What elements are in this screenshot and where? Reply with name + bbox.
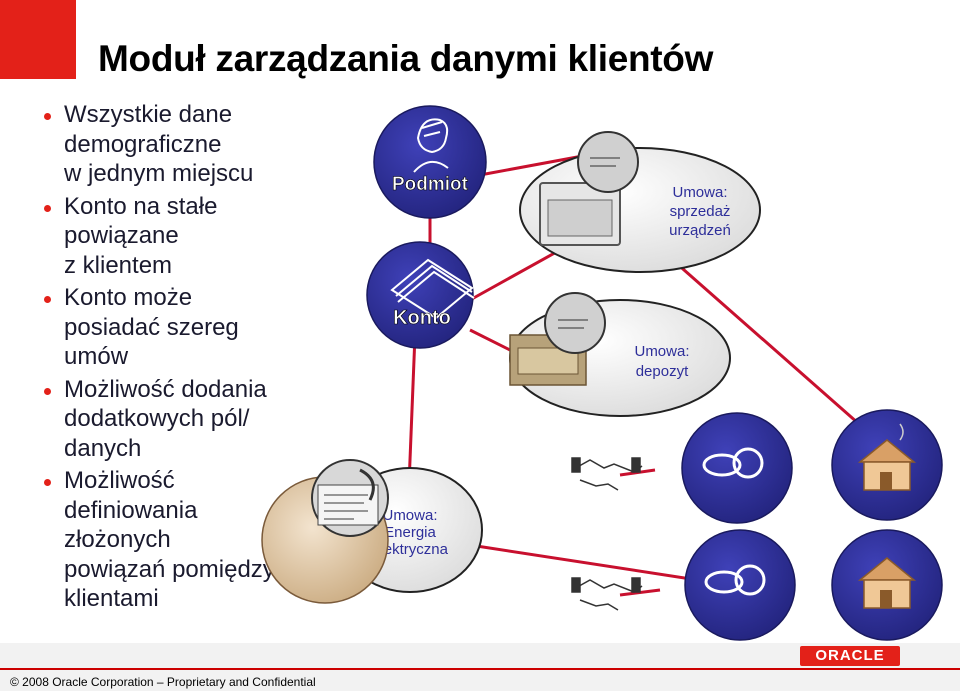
bullet-text: Konto na stałe powiązane z klientem	[64, 192, 218, 279]
red-corner-block	[0, 0, 76, 79]
chain-icon	[704, 564, 766, 596]
bullet-dot-icon	[44, 296, 51, 303]
podmiot-label: Podmiot	[392, 174, 469, 195]
depozyt-line-2: depozyt	[636, 363, 689, 380]
footer-copyright: © 2008 Oracle Corporation – Proprietary …	[10, 675, 316, 689]
node-house-bottom	[831, 529, 943, 641]
bullet-dot-icon	[44, 387, 51, 395]
bullet-text: Możliwość dodania dodatkowych pól/ danyc…	[64, 375, 267, 462]
node-podmiot: Podmiot	[373, 105, 487, 219]
node-chain-bottom	[684, 529, 796, 641]
chain-icon	[702, 447, 764, 479]
depozyt-line-1: Umowa:	[634, 343, 689, 360]
bullet-item: Wszystkie dane demograficzne w jednym mi…	[40, 100, 330, 189]
node-sprzedaz: Umowa: sprzedaż urządzeń	[519, 131, 761, 273]
document-image	[261, 459, 389, 604]
node-house-top	[831, 409, 943, 521]
energia-line-2: Energia	[384, 524, 436, 541]
cards-icon	[390, 258, 475, 320]
bullet-item: Konto może posiadać szereg umów	[40, 283, 330, 372]
document-icon	[317, 468, 379, 526]
oracle-logo: ORACLE	[800, 646, 900, 666]
bullet-item: Możliwość definiowania złożonych powiąza…	[40, 466, 330, 614]
bullet-item: Konto na stałe powiązane z klientem	[40, 192, 330, 281]
page-title: Moduł zarządzania danymi klientów	[98, 38, 714, 79]
bullet-text: Wszystkie dane demograficzne w jednym mi…	[64, 101, 254, 187]
person-icon	[413, 118, 449, 173]
link-podmiot-document	[479, 153, 589, 177]
bullet-list: Wszystkie dane demograficzne w jednym mi…	[40, 100, 330, 617]
node-depozyt: Umowa: depozyt	[509, 292, 731, 417]
sprzedaz-line-3: urządzeń	[669, 222, 731, 239]
energia-line-1: Umowa:	[382, 507, 437, 524]
node-konto: Konto	[366, 241, 475, 349]
link-konto-stove	[469, 248, 561, 302]
house-icon	[857, 423, 917, 491]
sprzedaz-line-2: sprzedaż	[670, 203, 731, 220]
bullet-dot-icon	[44, 204, 51, 212]
sprzedaz-line-1: Umowa:	[672, 184, 727, 201]
node-chain-top	[681, 412, 793, 524]
document-icon	[544, 292, 606, 354]
bullet-dot-icon	[44, 113, 51, 120]
handshake-icon	[571, 577, 643, 611]
bullet-item: Możliwość dodania dodatkowych pól/ danyc…	[40, 375, 330, 464]
document-icon	[577, 131, 639, 193]
link-konto-money	[469, 328, 511, 352]
energia-line-3: elektryczna	[372, 541, 449, 558]
bullet-text: Możliwość definiowania złożonych powiąza…	[64, 467, 275, 612]
bullet-text: Konto może posiadać szereg umów	[64, 284, 239, 370]
bullet-dot-icon	[44, 479, 51, 486]
handshake-icon	[571, 457, 643, 491]
footer-divider	[0, 668, 960, 670]
house-icon	[857, 557, 917, 609]
konto-label: Konto	[393, 307, 451, 329]
